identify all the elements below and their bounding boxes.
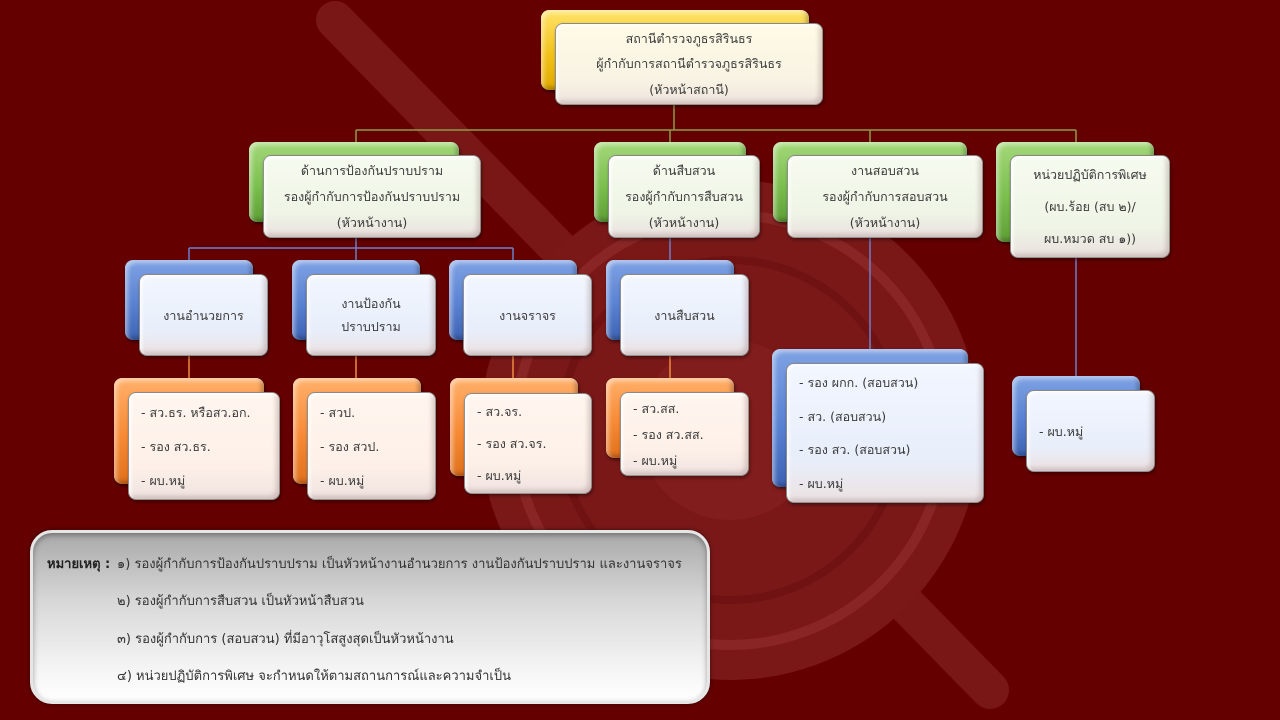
staff-line: - ผบ.หมู่: [799, 475, 844, 491]
unit-line: งานสืบสวน: [654, 307, 715, 323]
division-special-ops-node: หน่วยปฏิบัติการพิเศษ (ผบ.ร้อย (สบ ๒)/ ผบ…: [996, 142, 1170, 258]
division-line: งานสอบสวน: [851, 163, 919, 179]
division-line: (หัวหน้างาน): [336, 214, 408, 230]
staff-line: - สวป.: [320, 404, 356, 420]
staff-line: - รอง สว.จร.: [477, 435, 547, 451]
unit-traffic-node: งานจราจร: [449, 260, 592, 356]
staff-line: - สว. (สอบสวน): [799, 408, 887, 424]
division-line: (หัวหน้างาน): [849, 214, 921, 230]
division-line: ด้านสืบสวน: [652, 163, 716, 179]
staff-line: - รอง สว.ธร.: [141, 438, 211, 454]
note-item: ๒) รองผู้กำกับการสืบสวน เป็นหัวหน้าสืบสว…: [117, 594, 364, 609]
notes-title: หมายเหตุ :: [47, 557, 111, 572]
division-line: รองผู้กำกับการสอบสวน: [822, 188, 948, 204]
division-line: รองผู้กำกับการสืบสวน: [625, 188, 743, 204]
staff-line: - รอง สวป.: [320, 438, 380, 454]
staff-line: - สว.สส.: [633, 400, 680, 416]
division-line: หน่วยปฏิบัติการพิเศษ: [1033, 166, 1147, 182]
notes-panel: หมายเหตุ : ๑) รองผู้กำกับการป้องกันปราบป…: [30, 530, 710, 704]
staff-line: - ผบ.หมู่: [633, 452, 678, 468]
root-line: (หัวหน้าสถานี): [649, 81, 729, 97]
division-line: รองผู้กำกับการป้องกันปราบปราม: [283, 188, 461, 204]
root-line: สถานีตำรวจภูธรสิรินธร: [625, 31, 753, 47]
staff-line: - ผบ.หมู่: [477, 467, 522, 483]
unit-investigation-node: งานสืบสวน: [606, 260, 749, 356]
division-prevention-node: ด้านการป้องกันปราบปราม รองผู้กำกับการป้อ…: [249, 142, 481, 238]
unit-prevention-node: งานป้องกัน ปราบปราม: [292, 260, 436, 356]
root-line: ผู้กำกับการสถานีตำรวจภูธรสิรินธร: [596, 56, 782, 72]
division-line: ผบ.หมวด สบ ๑)): [1043, 231, 1137, 247]
note-item: ๑) รองผู้กำกับการป้องกันปราบปราม เป็นหัว…: [117, 557, 682, 572]
unit-line: งานป้องกัน: [341, 296, 401, 311]
connector-root: [355, 100, 1077, 145]
unit-line: ปราบปราม: [341, 319, 401, 334]
division-investigation-node: ด้านสืบสวน รองผู้กำกับการสืบสวน (หัวหน้า…: [594, 142, 760, 238]
note-item: ๓) รองผู้กำกับการ (สอบสวน) ที่มีอาวุโสสู…: [117, 632, 454, 647]
division-line: (หัวหน้างาน): [648, 214, 720, 230]
connector-prevention: [188, 235, 514, 265]
division-inquiry-node: งานสอบสวน รองผู้กำกับการสอบสวน (หัวหน้าง…: [773, 142, 983, 238]
staff-special-ops-node: - ผบ.หมู่: [1012, 376, 1155, 472]
note-item: ๔) หน่วยปฏิบัติการพิเศษ จะกำหนดให้ตามสถา…: [117, 669, 512, 684]
unit-administration-node: งานอำนวยการ: [125, 260, 268, 356]
staff-traffic-node: - สว.จร. - รอง สว.จร. - ผบ.หมู่: [450, 378, 592, 494]
staff-prevention-node: - สวป. - รอง สวป. - ผบ.หมู่: [293, 378, 436, 502]
staff-line: - รอง สว.สส.: [633, 426, 704, 442]
root-station-commander-node: สถานีตำรวจภูธรสิรินธร ผู้กำกับการสถานีตำ…: [541, 10, 823, 105]
staff-line: - รอง สว. (สอบสวน): [799, 442, 911, 458]
staff-inquiry-node: - รอง ผกก. (สอบสวน) - สว. (สอบสวน) - รอง…: [772, 349, 984, 503]
unit-line: งานจราจร: [499, 307, 556, 323]
staff-line: - รอง ผกก. (สอบสวน): [799, 375, 919, 391]
staff-line: - ผบ.หมู่: [1039, 423, 1084, 439]
unit-line: งานอำนวยการ: [163, 307, 244, 323]
staff-administration-node: - สว.ธร. หรือสว.อก. - รอง สว.ธร. - ผบ.หม…: [114, 378, 280, 502]
staff-investigation-node: - สว.สส. - รอง สว.สส. - ผบ.หมู่: [606, 378, 749, 476]
staff-line: - ผบ.หมู่: [141, 472, 186, 488]
staff-line: - สว.ธร. หรือสว.อก.: [141, 404, 251, 420]
division-line: ด้านการป้องกันปราบปราม: [300, 163, 444, 179]
division-line: (ผบ.ร้อย (สบ ๒)/: [1044, 198, 1136, 214]
connector-units-staff: [188, 353, 671, 382]
staff-line: - ผบ.หมู่: [320, 472, 365, 488]
staff-line: - สว.จร.: [477, 404, 523, 420]
